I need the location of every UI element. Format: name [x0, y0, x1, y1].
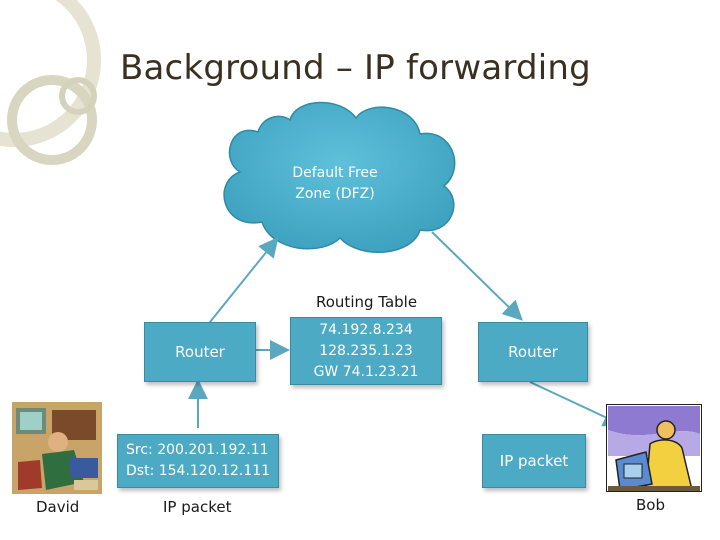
routing-table-label: Routing Table	[316, 293, 418, 311]
routing-entry: 128.235.1.23	[319, 342, 413, 359]
router-left: Router	[144, 322, 256, 382]
cloud-label-line-2: Zone (DFZ)	[295, 186, 375, 202]
dfz-cloud	[223, 101, 456, 254]
router-right: Router	[478, 322, 588, 382]
arrow-router-to-cloud	[209, 236, 279, 323]
person-bob-label: Bob	[636, 496, 665, 514]
cloud-label: Default Free Zone (DFZ)	[270, 163, 400, 205]
routing-table-box: 74.192.8.234 128.235.1.23 GW 74.1.23.21	[290, 317, 442, 385]
ip-packet-left: Src: 200.201.192.11 Dst: 154.120.12.111	[117, 434, 279, 488]
arrow-cloud-to-router	[431, 231, 523, 321]
person-bob-image	[606, 404, 702, 492]
decorative-rings	[0, 0, 101, 165]
packet-src: Src: 200.201.192.11	[126, 442, 269, 458]
arrow-router-to-bob	[529, 381, 624, 427]
ip-packet-right: IP packet	[482, 434, 586, 488]
routing-entry: 74.192.8.234	[319, 321, 413, 338]
ip-packet-caption: IP packet	[163, 498, 232, 516]
packet-dst: Dst: 154.120.12.111	[126, 463, 271, 479]
routing-entry: GW 74.1.23.21	[313, 363, 419, 380]
person-david-label: David	[36, 498, 80, 516]
cloud-label-line-1: Default Free	[292, 165, 378, 181]
slide-title: Background – IP forwarding	[120, 48, 591, 88]
person-david-image	[12, 402, 102, 494]
